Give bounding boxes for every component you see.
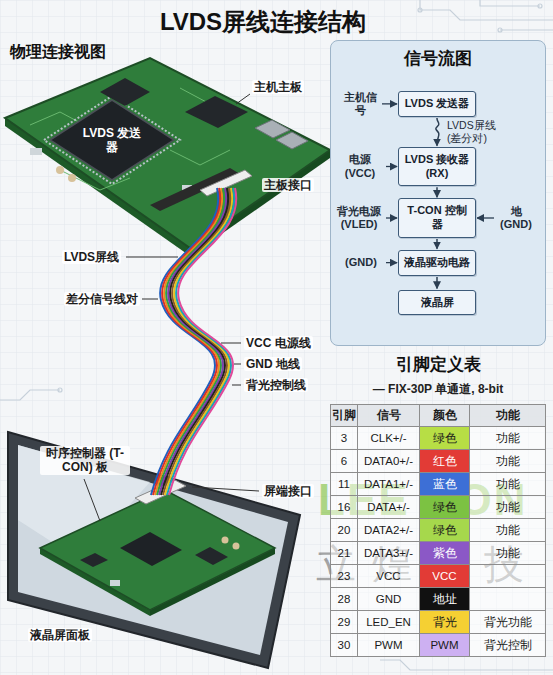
box-label: LVDS 发送器 <box>402 97 472 111</box>
callout-label: 屏端接口 <box>262 484 314 498</box>
table-cell: DATA+/- <box>358 496 420 519</box>
table-cell: LED_EN <box>358 611 420 634</box>
box-label: 液晶驱动电路 <box>402 256 472 270</box>
table-header: 引脚 <box>330 404 358 427</box>
table-cell: 23 <box>330 565 358 588</box>
table-cell: 地址 <box>420 588 470 611</box>
lvds-cable <box>151 188 236 495</box>
callout-label: 主机主板 <box>252 80 304 94</box>
section-heading: 物理连接视图 <box>10 42 106 61</box>
callout-label: 液晶屏面板 <box>28 628 92 642</box>
flow-arrow <box>436 187 438 197</box>
table-cell <box>470 588 546 611</box>
flow-arrow <box>436 239 438 249</box>
flow-arrow <box>436 277 438 289</box>
table-cell: 29 <box>330 611 358 634</box>
table-header: 功能 <box>470 404 546 427</box>
table-cell: 功能 <box>470 542 546 565</box>
lcd-panel <box>8 432 300 668</box>
table-cell: 20 <box>330 519 358 542</box>
table-cell: VCC <box>420 565 470 588</box>
process-box: LVDS 发送器 <box>398 91 476 117</box>
table-cell: DATA1+/- <box>358 473 420 496</box>
table-cell: 背光 <box>420 611 470 634</box>
signal-label: 电源 (VCC) <box>336 153 384 179</box>
motherboard <box>5 58 330 256</box>
table-cell: 功能 <box>470 519 546 542</box>
table-cell: 30 <box>330 634 358 657</box>
table-cell: VCC <box>358 565 420 588</box>
table-cell: PWM <box>420 634 470 657</box>
table-header: 颜色 <box>420 404 470 427</box>
signal-label: 主机信号 <box>340 91 380 117</box>
box-label: 液晶屏 <box>402 296 472 310</box>
table-cell: PWM <box>358 634 420 657</box>
table-cell: 28 <box>330 588 358 611</box>
table-cell: DATA3+/- <box>358 542 420 565</box>
diagram-title: LVDS屏线连接结构 <box>0 6 526 38</box>
table-header: 信号 <box>358 404 420 427</box>
chip-label: LVDS 发送器 <box>82 126 142 155</box>
callout-label: LVDS屏线 <box>62 250 121 264</box>
table-cell: 功能 <box>470 427 546 450</box>
table-cell: 红色 <box>420 450 470 473</box>
input-arrow <box>386 166 397 167</box>
table-cell: 背光控制 <box>470 634 546 657</box>
callout-label: VCC 电源线 <box>244 336 313 350</box>
table-cell: 3 <box>330 427 358 450</box>
process-box: 液晶驱动电路 <box>398 250 476 276</box>
table-cell: 11 <box>330 473 358 496</box>
table-cell: 背光功能 <box>470 611 546 634</box>
table-cell <box>470 565 546 588</box>
section-heading: 引脚定义表 <box>330 355 546 375</box>
process-box: 液晶屏 <box>398 290 476 316</box>
callout-label: 背光控制线 <box>244 378 308 392</box>
callout-label: GND 地线 <box>244 357 302 371</box>
table-cell: 蓝色 <box>420 473 470 496</box>
table-cell: 21 <box>330 542 358 565</box>
table-cell: GND <box>358 588 420 611</box>
table-cell: DATA0+/- <box>358 450 420 473</box>
signal-label: 地 (GND) <box>496 205 536 231</box>
table-cell: 功能 <box>470 496 546 519</box>
input-arrow <box>386 262 397 263</box>
table-cell: 绿色 <box>420 496 470 519</box>
table-cell: 绿色 <box>420 427 470 450</box>
table-subtitle: — FIX-30P 单通道, 8-bit <box>330 382 546 396</box>
tcon-board <box>40 480 275 616</box>
input-arrow <box>386 217 397 218</box>
process-box: LVDS 接收器 (RX) <box>398 147 476 187</box>
table-cell: CLK+/- <box>358 427 420 450</box>
box-label: LVDS 接收器 (RX) <box>402 153 472 181</box>
input-arrow <box>382 103 397 104</box>
flow-panel: 信号流图 LVDS 发送器 LVDS 接收器 (RX) T-CON 控制器液晶驱动电路… <box>330 40 546 346</box>
panel-title: 信号流图 <box>331 41 545 70</box>
table-cell: 功能 <box>470 473 546 496</box>
table-cell: 6 <box>330 450 358 473</box>
callout-label: 时序控制器 (T-CON) 板 <box>40 446 130 475</box>
table-cell: 功能 <box>470 450 546 473</box>
table-cell: 16 <box>330 496 358 519</box>
callout-label: 主板接口 <box>262 178 314 192</box>
signal-label: 背光电源 (VLED) <box>334 205 384 231</box>
table-cell: 绿色 <box>420 519 470 542</box>
box-label: T-CON 控制器 <box>402 204 472 232</box>
table-cell: DATA2+/- <box>358 519 420 542</box>
process-box: T-CON 控制器 <box>398 198 476 238</box>
signal-label: (GND) <box>338 256 384 269</box>
edge-label: LVDS屏线 (差分对) <box>447 119 505 144</box>
table-cell: 紫色 <box>420 542 470 565</box>
input-arrow <box>477 217 494 218</box>
callout-label: 差分信号线对 <box>64 292 140 306</box>
